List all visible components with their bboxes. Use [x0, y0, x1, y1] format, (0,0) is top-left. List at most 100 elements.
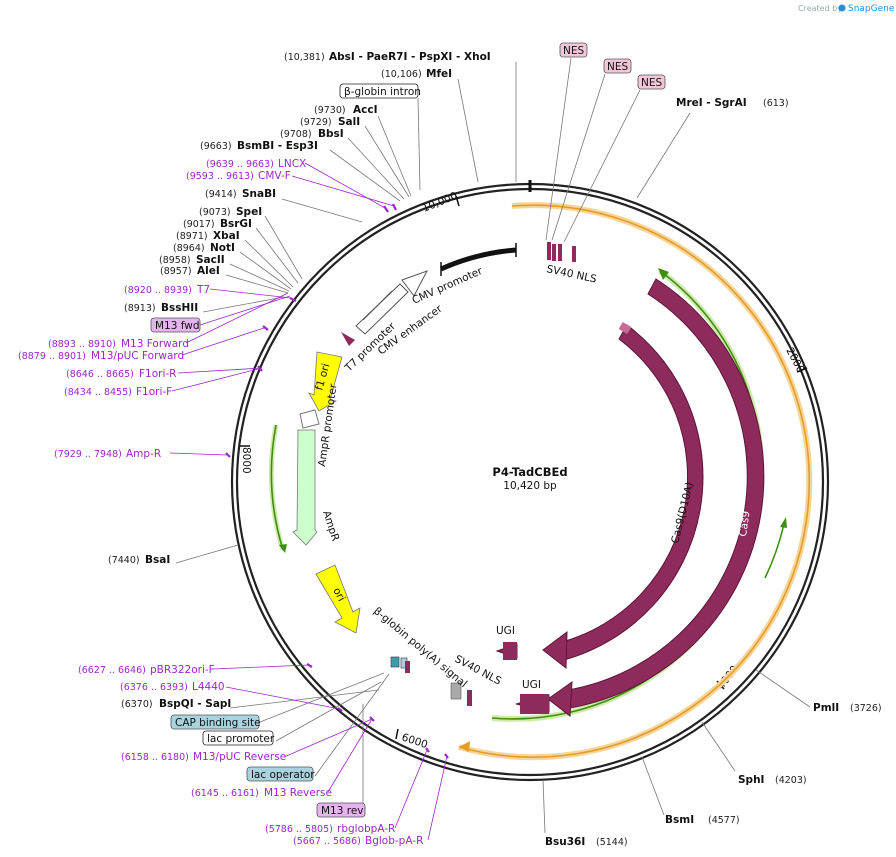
cmv-arrows — [355, 270, 429, 335]
enzyme-bspqi-sapi: BspQI - SapI — [159, 698, 231, 710]
primer-f1orir-range: (8646 .. 8665) — [66, 369, 134, 380]
m13-rev-box: M13 rev — [321, 805, 364, 817]
cmv-promoter-label: CMV promoter — [410, 265, 485, 307]
enzyme-pos-bbsi: (9708) — [280, 129, 312, 140]
sv40-nls-top-features — [547, 242, 576, 262]
beta-globin-polya-label: β-globin poly(A) signal — [371, 605, 469, 690]
primer-m13puc-forward: M13/pUC Forward — [91, 350, 184, 362]
primer-f1ori-f: F1ori-F — [136, 386, 172, 398]
enzyme-xbai: XbaI — [213, 230, 240, 242]
enzyme-pos-bspqi: (6370) — [121, 699, 153, 710]
enzyme-bsu36i: Bsu36I — [545, 836, 585, 848]
enzyme-pos-noti: (8964) — [173, 243, 205, 254]
enzyme-pos-bsai: (7440) — [108, 555, 140, 566]
enzyme-bsrgi: BsrGI — [220, 218, 252, 230]
ugi-label-2: UGI — [522, 679, 541, 691]
ori-arrow — [315, 564, 361, 634]
enzyme-pos-bsrgi: (9017) — [183, 219, 215, 230]
primer-l4440-range: (6376 .. 6393) — [120, 682, 188, 693]
enzyme-pos-bsmbi: (9663) — [200, 141, 232, 152]
lac-promoter-box: lac promoter — [207, 733, 275, 745]
enzyme-snabi: SnaBI — [242, 188, 276, 200]
enzyme-alei: AleI — [197, 265, 220, 277]
enzyme-bsshii: BssHII — [161, 302, 198, 314]
plasmid-name: P4-TadCBEd — [492, 465, 567, 479]
enzyme-pos-sphi: (4203) — [775, 775, 807, 786]
tick-6000: 6000 — [400, 731, 429, 751]
primer-m13puc-fwd-range: (8879 .. 8901) — [18, 351, 86, 362]
enzyme-pos-bsmi: (4577) — [708, 815, 740, 826]
primer-t7: T7 — [196, 284, 210, 296]
enzyme-pos-absi: (10,381) — [284, 52, 325, 63]
boxed-labels: NES NES NES β-globin intron M13 fwd CAP … — [150, 42, 666, 818]
lac-operator-box: lac operator — [251, 769, 315, 781]
cas9-label: Cas9 — [737, 510, 752, 537]
enzyme-bsmbi: BsmBI - Esp3I — [237, 140, 318, 152]
tick-10000: 10,000 — [421, 190, 460, 215]
enzyme-absi-group: AbsI - PaeR7I - PspXI - XhoI — [329, 51, 491, 63]
primer-pbr322ori-f: pBR322ori-F — [150, 664, 215, 676]
orf-orange-arc — [458, 202, 813, 761]
ampr-label: AmpR — [320, 509, 341, 543]
primer-lncx: LNCX — [278, 158, 306, 170]
primer-m13-reverse: M13 Reverse — [264, 787, 332, 799]
enzyme-pos-snabi: (9414) — [205, 189, 237, 200]
top-enzyme-labels: (10,381) AbsI - PaeR7I - PspXI - XhoI (1… — [108, 51, 491, 710]
snapgene-brand: SnapGene — [848, 4, 895, 14]
enzyme-sacii: SacII — [196, 254, 225, 266]
primer-labels: (9639 .. 9663) LNCX (9593 .. 9613) CMV-F… — [18, 158, 423, 847]
primer-l4440: L4440 — [192, 681, 225, 693]
tick-8000: 8000 — [240, 447, 252, 474]
enzyme-mfei: MfeI — [426, 68, 452, 80]
enzyme-spei: SpeI — [236, 206, 262, 218]
enzyme-pos-bsshii: (8913) — [124, 303, 156, 314]
right-enzyme-labels: MreI - SgrAI (613) PmlI (3726) SphI (420… — [545, 97, 882, 848]
primer-m13puc-rev-range: (6158 .. 6180) — [121, 752, 189, 763]
enzyme-pos-sacii: (8958) — [159, 255, 191, 266]
enzyme-bsmi: BsmI — [665, 814, 694, 826]
ampr-promoter-shape — [299, 409, 320, 429]
primer-cmvf-range: (9593 .. 9613) — [186, 171, 254, 182]
primer-m13rev-range: (6145 .. 6161) — [191, 788, 259, 799]
primer-ampr-range: (7929 .. 7948) — [54, 449, 122, 460]
enzyme-sphi: SphI — [738, 774, 764, 786]
ori-label: ori — [330, 586, 347, 604]
enzyme-pos-mfei: (10,106) — [381, 69, 422, 80]
ampr-arrow — [292, 429, 318, 546]
enzyme-acci: AccI — [353, 104, 377, 116]
primer-lncx-range: (9639 .. 9663) — [206, 159, 274, 170]
snapgene-logo-icon — [838, 4, 846, 12]
primer-m13fwd-range: (8893 .. 8910) — [48, 339, 116, 350]
primer-m13puc-reverse: M13/pUC Reverse — [193, 751, 286, 763]
cas9-arrow — [547, 278, 765, 717]
primer-f1orif-range: (8434 .. 8455) — [64, 387, 132, 398]
cap-binding-site-box: CAP binding site — [175, 717, 261, 729]
enzyme-bbsi: BbsI — [318, 128, 344, 140]
beta-globin-intron-box: β-globin intron — [344, 86, 421, 98]
nes-box-3: NES — [641, 77, 662, 89]
primer-f1ori-r: F1ori-R — [139, 368, 176, 380]
enzyme-pos-bsu36i: (5144) — [596, 837, 628, 848]
primer-cmvf: CMV-F — [258, 170, 291, 182]
primer-rbglobpa-r: rbglobpA-R — [337, 823, 395, 835]
plasmid-size: 10,420 bp — [503, 480, 557, 492]
cas9-d10a-arrow — [542, 322, 704, 670]
enzyme-bsai: BsaI — [145, 554, 170, 566]
primer-bglob-pa-r: Bglob-pA-R — [365, 835, 423, 847]
nes-box-1: NES — [563, 45, 584, 57]
primer-m13-forward: M13 Forward — [121, 338, 189, 350]
enzyme-pos-sali: (9729) — [300, 117, 332, 128]
f1-ori-arrow — [308, 351, 343, 412]
nes-box-2: NES — [607, 61, 628, 73]
enzyme-pos-spei: (9073) — [199, 207, 231, 218]
primer-rbglob-range: (5786 .. 5805) — [265, 824, 333, 835]
primer-t7-range: (8920 .. 8939) — [124, 285, 192, 296]
primer-amp-r: Amp-R — [126, 448, 161, 460]
enzyme-pos-acci: (9730) — [314, 105, 346, 116]
enzyme-noti: NotI — [210, 242, 235, 254]
ugi-label-1: UGI — [496, 625, 515, 637]
enzyme-mrei-sgrai: MreI - SgrAI — [676, 97, 747, 109]
primer-bglob-range: (5667 .. 5686) — [293, 836, 361, 847]
